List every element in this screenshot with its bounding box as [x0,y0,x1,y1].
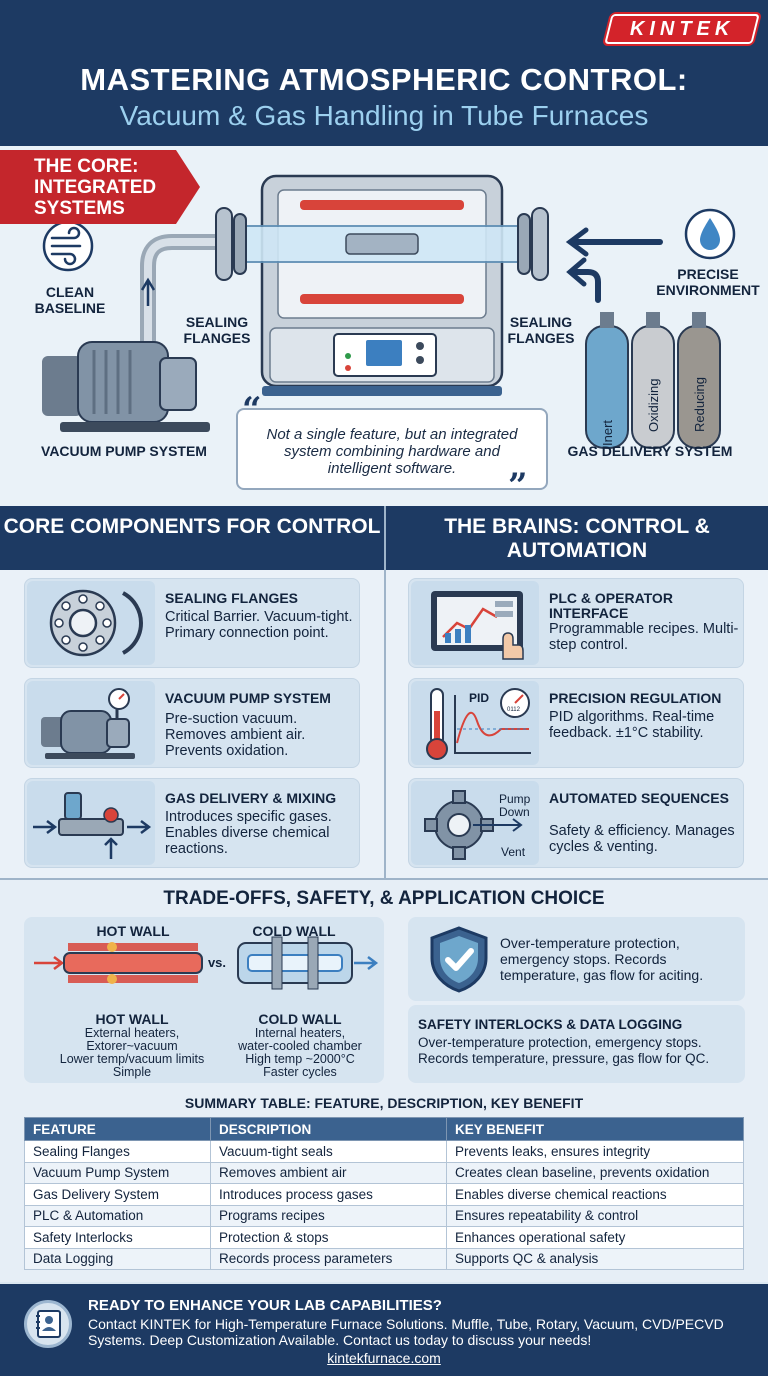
contact-card-icon [24,1300,72,1348]
column-header: FEATURE [24,1117,211,1141]
component-title: SEALING FLANGES [165,590,299,606]
component-title: GAS DELIVERY & MIXING [165,790,337,806]
brains-desc: PID algorithms. Real-time feedback. ±1°C… [549,709,715,741]
brains-card-plc: PLC & OPERATOR INTERFACE Programmable re… [408,578,744,668]
table-header-row: FEATURE DESCRIPTION KEY BENEFIT [24,1117,744,1141]
cylinder-label-oxidizing: Oxidizing [646,378,661,432]
brains-desc: Safety & efficiency. Manages cycles & ve… [549,823,735,855]
column-header: DESCRIPTION [210,1117,447,1141]
touchscreen-icon [411,581,539,665]
footer: READY TO ENHANCE YOUR LAB CAPABILITIES? … [0,1284,768,1376]
gas-delivery-label: GAS DELIVERY SYSTEM [567,443,733,459]
brains-desc: Programmable recipes. Multi-step control… [549,621,739,653]
versus-label: vs. [207,955,227,970]
section-divider [384,506,386,878]
tradeoffs-title: TRADE-OFFS, SAFETY, & APPLICATION CHOICE [163,888,605,909]
hot-wall-title: HOT WALL [95,1011,169,1027]
cold-wall-label: COLD WALL [252,923,336,939]
component-card-gas: GAS DELIVERY & MIXING Introduces specifi… [24,778,360,868]
wind-icon [42,220,94,272]
footer-title: READY TO ENHANCE YOUR LAB CAPABILITIES? [88,1297,442,1314]
right-flange-icon [517,207,549,281]
website-link[interactable]: kintekfurnace.com [327,1350,441,1366]
vacuum-pump-icon [42,341,210,432]
component-desc: Introduces specific gases. Enables diver… [165,809,332,857]
brains-card-sequences: Pump Down Vent AUTOMATED SEQUENCES Safet… [408,778,744,868]
vent-label: Vent [501,845,526,859]
safety-title: SAFETY INTERLOCKS & DATA LOGGING [418,1017,683,1032]
brains-title: AUTOMATED SEQUENCES [549,790,729,806]
safety-desc: Over-temperature protection, emergency s… [418,1035,710,1066]
brains-title: PRECISION REGULATION [549,690,722,706]
close-quote-icon: ” [508,466,528,506]
water-drop-icon [684,208,736,260]
shield-check-icon [430,926,488,993]
vacuum-pump-label: VACUUM PUMP SYSTEM [41,443,207,459]
sealing-flanges-right-label: SEALING FLANGES [507,314,575,346]
quote-text: Not a single feature, but an integrated … [266,426,518,477]
shield-text: Over-temperature protection, emergency s… [500,935,704,983]
open-quote-icon: “ [242,390,262,430]
kintek-logo[interactable]: KINTEK [604,14,760,44]
brains-heading: THE BRAINS: CONTROL & AUTOMATION [386,506,768,570]
shield-panel: Over-temperature protection, emergency s… [408,917,745,1001]
hero-section: THE CORE: INTEGRATED SYSTEMS CLEAN BASEL… [0,146,768,506]
flange-icon [27,581,155,665]
component-title: VACUUM PUMP SYSTEM [165,690,331,706]
tradeoffs-divider [0,878,768,880]
column-header: KEY BENEFIT [446,1117,744,1141]
wall-comparison: HOT WALL COLD WALL vs. HOT WALL External… [24,917,384,1083]
safety-panel: SAFETY INTERLOCKS & DATA LOGGING Over-te… [408,1005,745,1083]
gas-flow-arrows [565,227,663,303]
cold-wall-title: COLD WALL [258,1011,342,1027]
sealing-flanges-left-label: SEALING FLANGES [183,314,251,346]
core-banner: THE CORE: INTEGRATED SYSTEMS [0,150,200,224]
hot-wall-label: HOT WALL [96,923,170,939]
brains-card-pid: PID 0112 PRECISION REGULATION PID algori… [408,678,744,768]
brains-title: PLC & OPERATOR INTERFACE [549,590,673,621]
left-flange-icon [215,207,247,281]
component-card-pump: VACUUM PUMP SYSTEM Pre-suction vacuum. R… [24,678,360,768]
pump-icon [27,681,155,765]
valve-icon [27,781,155,865]
quote-box: Not a single feature, but an integrated … [236,408,548,490]
clean-baseline-label: CLEAN BASELINE [34,284,106,316]
component-desc: Critical Barrier. Vacuum-tight. Primary … [165,609,353,641]
page-subtitle: Vacuum & Gas Handling in Tube Furnaces [119,100,649,131]
summary-table-title: SUMMARY TABLE: FEATURE, DESCRIPTION, KEY… [184,1095,584,1111]
pid-icon-label: PID [469,691,490,705]
pump-down-label: Pump Down [499,792,531,819]
core-components-heading: CORE COMPONENTS FOR CONTROL [0,506,384,570]
gauge-readout: 0112 [507,707,520,713]
hero-illustration [42,174,736,449]
page-title: MASTERING ATMOSPHERIC CONTROL: [80,62,688,97]
tube-furnace-icon [260,174,504,396]
summary-table: FEATURE DESCRIPTION KEY BENEFIT Sealing … [24,1117,744,1270]
gas-cylinders-icon [585,312,721,449]
cold-wall-desc: Internal heaters, water-cooled chamber H… [238,1026,362,1079]
precise-environment-label: PRECISE ENVIRONMENT [656,266,760,298]
cylinder-label-reducing: Reducing [692,377,707,432]
wall-comparison-illustration [34,936,379,990]
gear-icon: Pump Down Vent [411,781,539,865]
header: KINTEK MASTERING ATMOSPHERIC CONTROL: Va… [0,0,768,146]
component-card-flanges: SEALING FLANGES Critical Barrier. Vacuum… [24,578,360,668]
thermometer-icon: PID 0112 [411,681,539,765]
hot-wall-desc: External heaters, Extorer~vacuum Lower t… [59,1026,205,1079]
footer-body: Contact KINTEK for High-Temperature Furn… [88,1316,724,1348]
cylinder-label-inert: Inert [600,419,615,446]
component-desc: Pre-suction vacuum. Removes ambient air.… [165,711,306,759]
